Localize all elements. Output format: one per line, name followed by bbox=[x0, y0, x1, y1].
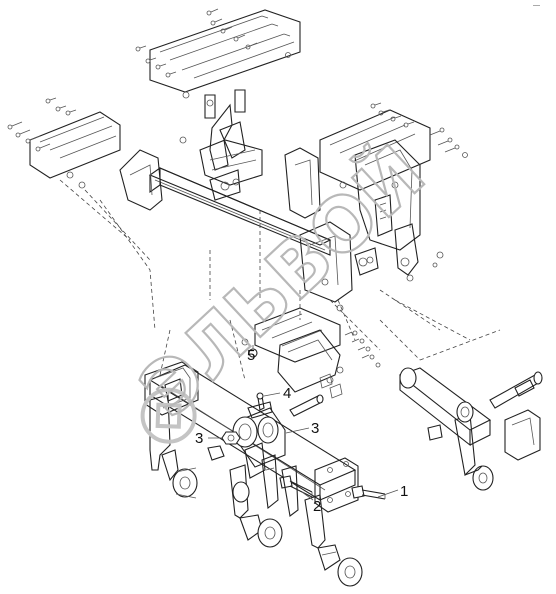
nut-part-3 bbox=[207, 431, 241, 461]
middle-link-assembly bbox=[241, 307, 381, 399]
corner-mark: — bbox=[533, 2, 540, 9]
bolt-part-2 bbox=[279, 475, 313, 498]
svg-text:4: 4 bbox=[283, 385, 291, 402]
upper-main-frame bbox=[119, 136, 381, 351]
right-exploded-assembly bbox=[398, 329, 543, 491]
svg-text:2: 2 bbox=[313, 498, 321, 515]
lower-arm-inner bbox=[261, 454, 299, 517]
lower-arm-mid-left bbox=[229, 464, 283, 548]
callout-1: 1 bbox=[377, 483, 408, 500]
callout-2: 2 bbox=[301, 491, 321, 515]
lower-arm-mid-right bbox=[304, 494, 363, 587]
svg-text:5: 5 bbox=[247, 347, 255, 364]
callout-3-left: 3 bbox=[195, 430, 222, 447]
svg-text:3: 3 bbox=[311, 420, 319, 437]
lower-arm-left bbox=[149, 394, 198, 499]
svg-text:1: 1 bbox=[400, 483, 408, 500]
upper-top-bracket-assembly bbox=[135, 8, 301, 171]
callout-5: 5 bbox=[247, 345, 255, 364]
callout-4: 4 bbox=[263, 385, 291, 402]
svg-text:3: 3 bbox=[195, 430, 203, 447]
bolt-part-1 bbox=[351, 485, 386, 500]
callout-3-right: 3 bbox=[285, 420, 319, 437]
upper-left-link-assembly bbox=[7, 97, 151, 261]
guide-lines bbox=[99, 199, 421, 381]
watermark-logo: ЭЛЬВОЙ bbox=[122, 127, 443, 444]
pin-part-4 bbox=[247, 392, 324, 419]
upper-right-assembly bbox=[319, 102, 471, 341]
callouts: 1 2 3 3 4 5 bbox=[195, 345, 408, 515]
